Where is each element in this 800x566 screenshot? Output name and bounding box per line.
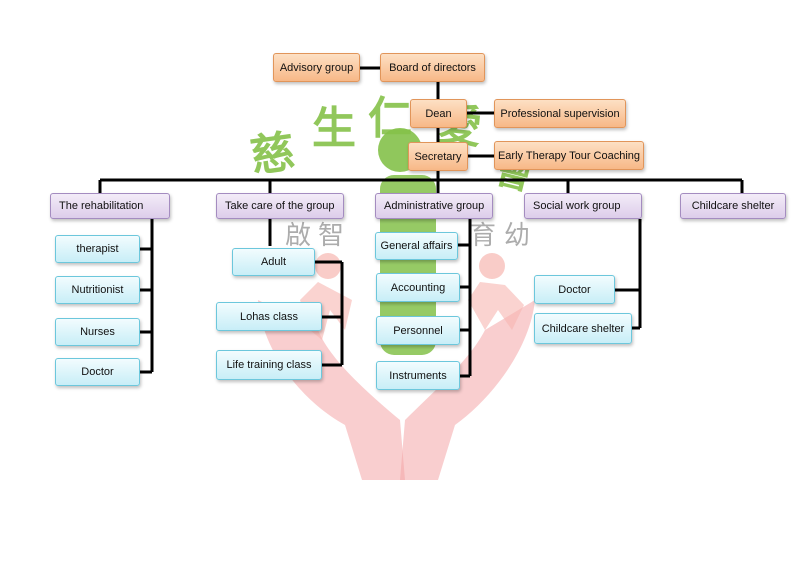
unit-accounting: Accounting — [376, 273, 460, 302]
unit-personnel-label: Personnel — [393, 324, 443, 337]
dean-box: Dean — [410, 99, 467, 128]
unit-therapist: therapist — [55, 235, 140, 263]
watermark-sub-1: 啟 — [285, 221, 312, 251]
unit-nutritionist-label: Nutritionist — [71, 284, 124, 296]
unit-nutritionist: Nutritionist — [55, 276, 140, 304]
unit-instruments: Instruments — [376, 361, 460, 390]
watermark-char-2: 生 — [312, 103, 356, 154]
unit-adult-label: Adult — [260, 256, 287, 268]
unit-general-affairs: General affairs — [375, 232, 458, 260]
dept-rehabilitation: The rehabilitation — [50, 193, 170, 219]
unit-life-training-class-label: Life training class — [226, 359, 312, 371]
watermark-sub-3: 育 — [470, 221, 497, 251]
unit-nurses: Nurses — [55, 318, 140, 346]
dept-administrative-label: Administrative group — [384, 200, 485, 212]
unit-social-childcare-shelter-label: Childcare shelter — [541, 322, 625, 335]
unit-adult: Adult — [232, 248, 315, 276]
dept-childcare-shelter: Childcare shelter — [680, 193, 786, 219]
right-child-head — [479, 253, 505, 279]
dept-social-work: Social work group — [524, 193, 642, 219]
unit-social-childcare-shelter: Childcare shelter — [534, 313, 632, 344]
professional-supervision-label: Professional supervision — [500, 107, 620, 120]
unit-nurses-label: Nurses — [80, 326, 115, 338]
dept-rehabilitation-label: The rehabilitation — [59, 200, 144, 212]
adult-body — [380, 175, 436, 355]
unit-personnel: Personnel — [376, 316, 460, 345]
unit-general-affairs-label: General affairs — [380, 240, 453, 252]
dept-take-care-label: Take care of the group — [225, 200, 335, 212]
early-therapy-label: Early Therapy Tour Coaching — [497, 149, 641, 162]
advisory-group-label: Advisory group — [279, 61, 354, 74]
left-hand-shape — [258, 300, 405, 480]
professional-supervision-box: Professional supervision — [494, 99, 626, 128]
dept-administrative: Administrative group — [375, 193, 493, 219]
unit-life-training-class: Life training class — [216, 350, 322, 380]
unit-rehab-doctor-label: Doctor — [81, 366, 114, 378]
secretary-box: Secretary — [408, 142, 468, 171]
unit-instruments-label: Instruments — [389, 369, 447, 382]
dept-social-work-label: Social work group — [533, 200, 621, 212]
right-hand-shape — [400, 300, 535, 480]
board-of-directors-label: Board of directors — [389, 61, 476, 74]
dept-childcare-shelter-label: Childcare shelter — [691, 200, 775, 212]
right-child-body — [468, 282, 524, 330]
dept-take-care: Take care of the group — [216, 193, 344, 219]
left-child-head — [315, 253, 341, 279]
secretary-label: Secretary — [414, 150, 462, 163]
early-therapy-box: Early Therapy Tour Coaching — [494, 141, 644, 170]
unit-accounting-label: Accounting — [390, 281, 446, 294]
unit-social-doctor-label: Doctor — [558, 283, 591, 296]
watermark-sub-2: 智 — [318, 221, 345, 251]
watermark-sub-4: 幼 — [504, 221, 531, 251]
advisory-group-box: Advisory group — [273, 53, 360, 82]
watermark-char-3: 仁 — [368, 93, 412, 144]
unit-lohas-class: Lohas class — [216, 302, 322, 331]
unit-lohas-class-label: Lohas class — [239, 310, 299, 323]
unit-social-doctor: Doctor — [534, 275, 615, 304]
dean-label: Dean — [425, 107, 452, 120]
unit-therapist-label: therapist — [76, 243, 119, 255]
board-of-directors-box: Board of directors — [380, 53, 485, 82]
unit-rehab-doctor: Doctor — [55, 358, 140, 386]
